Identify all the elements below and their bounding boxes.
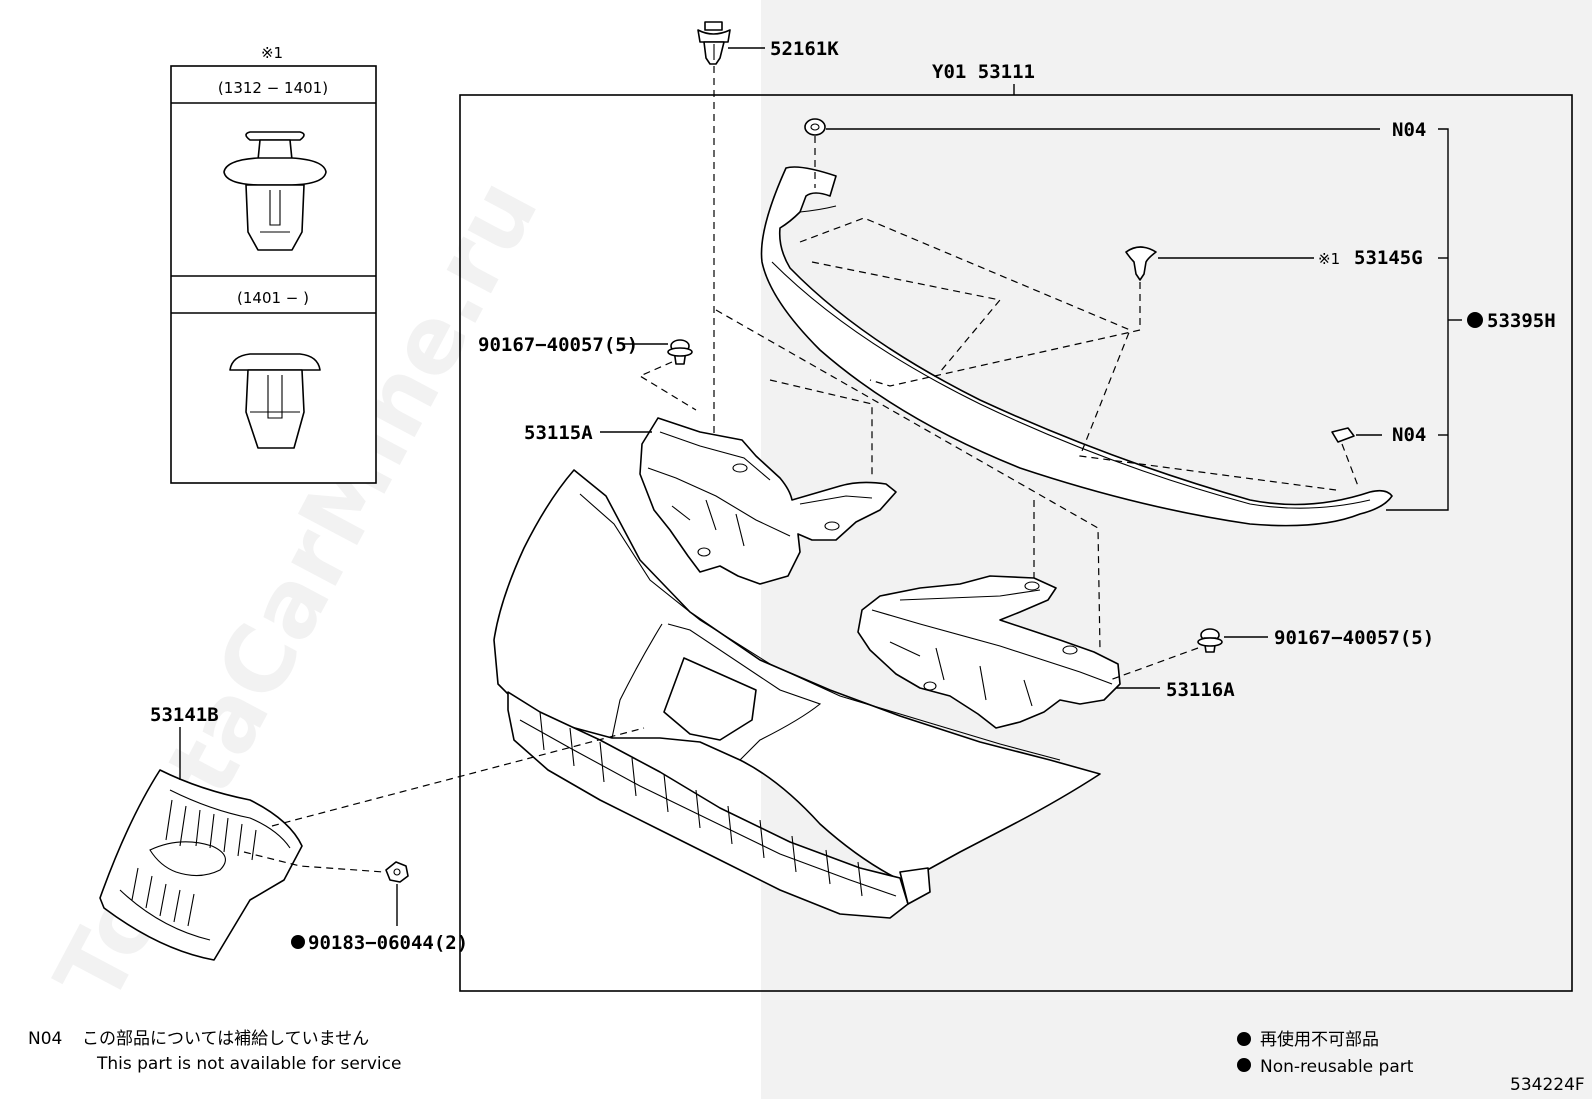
label-53145g-mark: ※1 xyxy=(1318,250,1340,268)
upper-moulding-drawing xyxy=(760,166,1393,527)
label-90183: 90183−06044(2) xyxy=(308,932,468,954)
label-90167-left: 90167−40057(5) xyxy=(478,334,638,356)
clip-n04-top-drawing xyxy=(804,118,826,136)
label-53145g: 53145G xyxy=(1354,247,1423,269)
label-53116a: 53116A xyxy=(1166,679,1235,701)
label-90167-right: 90167−40057(5) xyxy=(1274,627,1434,649)
non-reusable-dot-90183 xyxy=(291,935,305,949)
inset-date-range-2: (1401 − ) xyxy=(237,289,309,307)
label-53115a: 53115A xyxy=(524,422,593,444)
bracket-53115a-drawing xyxy=(639,417,897,585)
legend-japanese: 再使用不可部品 xyxy=(1260,1029,1379,1050)
bolt-90167-right-drawing xyxy=(1197,628,1223,653)
radiator-grille-drawing xyxy=(493,469,1101,919)
clip-n04-mid-drawing xyxy=(1331,427,1355,443)
label-53141b: 53141B xyxy=(150,704,219,726)
bolt-90167-left-drawing xyxy=(667,339,693,365)
clip-53145g-drawing xyxy=(1125,246,1157,281)
clip-variants-inset: ※1 (1312 − 1401) (1401 − ) xyxy=(170,44,377,484)
legend-english: Non-reusable part xyxy=(1260,1057,1414,1077)
inset-date-range-1: (1312 − 1401) xyxy=(218,79,328,97)
gray-shaded-region xyxy=(761,0,1592,1099)
bracket-53116a-drawing xyxy=(857,575,1121,729)
diagram-code: 534224F xyxy=(1510,1075,1585,1095)
footnote-n04-english: This part is not available for service xyxy=(96,1054,401,1074)
non-reusable-dot-53395h xyxy=(1467,312,1483,328)
clip-variant-1-drawing xyxy=(223,131,327,251)
clip-52161k-drawing xyxy=(697,21,731,65)
label-n04-top: N04 xyxy=(1392,119,1426,141)
label-53395h: 53395H xyxy=(1487,310,1556,332)
label-y01-53111: Y01 53111 xyxy=(932,61,1035,83)
clip-variant-2-drawing xyxy=(229,353,321,449)
grille-assembly-frame xyxy=(459,94,1573,992)
legend-dot-2 xyxy=(1237,1058,1251,1072)
nut-90183-drawing xyxy=(385,861,409,883)
inset-mark: ※1 xyxy=(261,44,283,62)
emblem-53141b-drawing xyxy=(99,769,303,961)
footnote-n04-japanese: この部品については補給していません xyxy=(82,1029,369,1049)
footnote-n04-code: N04 xyxy=(28,1029,62,1049)
label-52161k: 52161K xyxy=(770,38,839,60)
legend-dot-1 xyxy=(1237,1032,1251,1046)
label-n04-mid: N04 xyxy=(1392,424,1426,446)
